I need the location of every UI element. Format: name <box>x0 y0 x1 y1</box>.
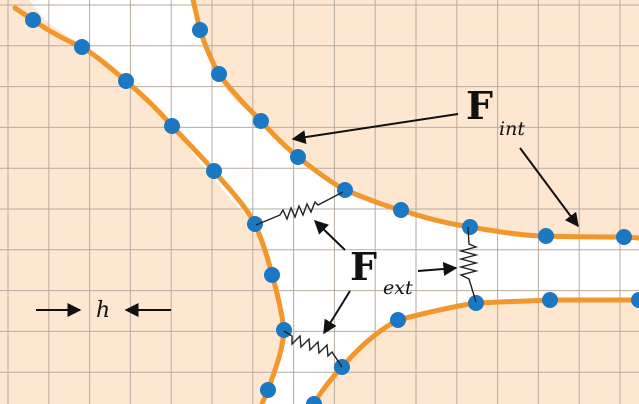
particle-node <box>290 149 306 165</box>
particle-node <box>393 202 409 218</box>
particle-node <box>74 39 90 55</box>
particle-node <box>25 12 41 28</box>
particle-node <box>260 382 276 398</box>
particle-node <box>337 182 353 198</box>
f-int-subscript: int <box>499 118 525 140</box>
f-ext-subscript: ext <box>383 277 413 299</box>
arrow-fint-to-upper <box>291 113 459 145</box>
particle-node <box>616 229 632 245</box>
particle-node <box>538 228 554 244</box>
spring-right <box>458 226 479 303</box>
h-label: h <box>96 298 110 323</box>
particle-node <box>118 73 134 89</box>
particle-node <box>164 118 180 134</box>
particle-node <box>264 267 280 283</box>
particle-node <box>211 66 227 82</box>
particle-node <box>462 219 478 235</box>
particle-node <box>206 163 222 179</box>
particle-node <box>276 322 292 338</box>
particle-node <box>253 113 269 129</box>
boundary-upper-right <box>190 0 639 241</box>
particle-nodes <box>25 12 639 404</box>
arrow-fext-to-left-spring <box>313 220 346 251</box>
particle-node <box>192 22 208 38</box>
particle-node <box>631 292 639 308</box>
particle-node <box>542 292 558 308</box>
spring-bottom <box>283 330 343 368</box>
spring-left <box>255 191 344 226</box>
particle-node <box>247 216 263 232</box>
particle-node <box>390 312 406 328</box>
arrow-fext-to-right-spring <box>417 262 458 276</box>
particle-node <box>468 295 484 311</box>
particle-node <box>306 396 322 404</box>
f-int-label: F <box>466 83 493 128</box>
arrow-fint-to-right <box>519 147 579 228</box>
f-ext-label: F <box>350 244 377 289</box>
arrow-fext-to-bottom-spring <box>323 290 351 335</box>
